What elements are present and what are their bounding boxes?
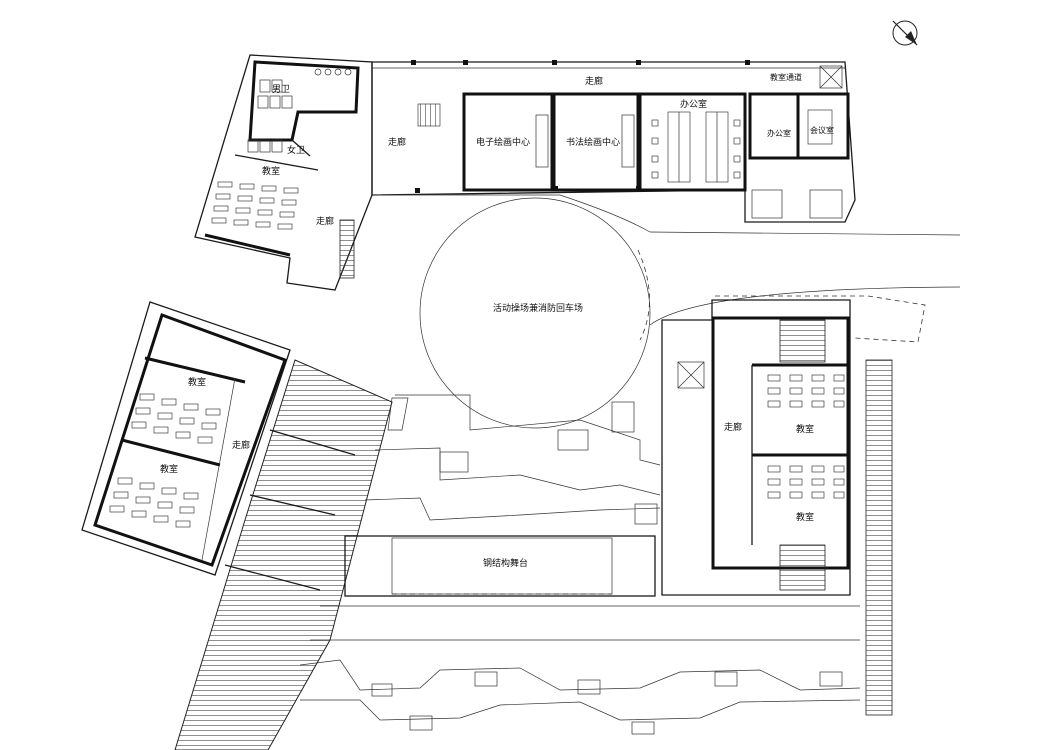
label-classroom-east-upper: 教室: [796, 423, 814, 435]
playground: 活动操场兼消防回车场: [372, 194, 961, 429]
office-desks: [651, 111, 741, 183]
label-steel-stage: 钢结构舞台: [483, 557, 528, 569]
label-playground: 活动操场兼消防回车场: [493, 302, 583, 314]
label-digital-painting-center: 电子绘画中心: [476, 136, 530, 148]
terraces: [364, 394, 661, 525]
label-office-large: 办公室: [680, 98, 707, 110]
classroom-desks-west-upper: [131, 393, 221, 444]
label-calligraphy-painting-center: 书法绘画中心: [566, 136, 620, 148]
label-office-small: 办公室: [767, 128, 791, 138]
west-block: 教室 教室 走廊: [81, 301, 291, 576]
label-corridor-top-left: 走廊: [388, 136, 406, 148]
label-classroom-passage: 教室通道: [770, 72, 802, 82]
grand-stairs: [174, 359, 393, 750]
restroom-stalls: [247, 68, 352, 153]
top-block: 电子绘画中心 书法绘画中心 办公室 办公室 会议室 教室通道 走廊 走廊: [371, 60, 856, 223]
classroom-desks-north: [211, 181, 299, 230]
label-corridor-east-block: 走廊: [724, 421, 742, 433]
east-block: 教室 教室 走廊: [661, 295, 926, 716]
label-meeting-room: 会议室: [810, 125, 834, 135]
label-classroom-north: 教室: [262, 165, 280, 177]
steel-stage: 钢结构舞台: [344, 535, 656, 597]
north-arrow-icon: [892, 20, 918, 46]
classroom-desks-west-lower: [109, 477, 199, 528]
label-corridor-top-right: 走廊: [585, 75, 603, 87]
label-classroom-west-lower: 教室: [160, 463, 178, 475]
structural-columns: [411, 60, 750, 193]
north-wing: 男卫 女卫 教室 走廊: [194, 54, 441, 291]
classroom-desks-east-lower: [767, 465, 845, 499]
classroom-desks-east-upper: [767, 374, 845, 408]
label-womens-restroom: 女卫: [287, 144, 305, 156]
label-classroom-west-upper: 教室: [188, 376, 206, 388]
label-corridor-west-block: 走廊: [232, 439, 250, 451]
south-terraces: [299, 605, 861, 735]
label-classroom-east-lower: 教室: [796, 511, 814, 523]
label-corridor-north-wing: 走廊: [316, 215, 334, 227]
label-mens-restroom: 男卫: [272, 84, 290, 95]
